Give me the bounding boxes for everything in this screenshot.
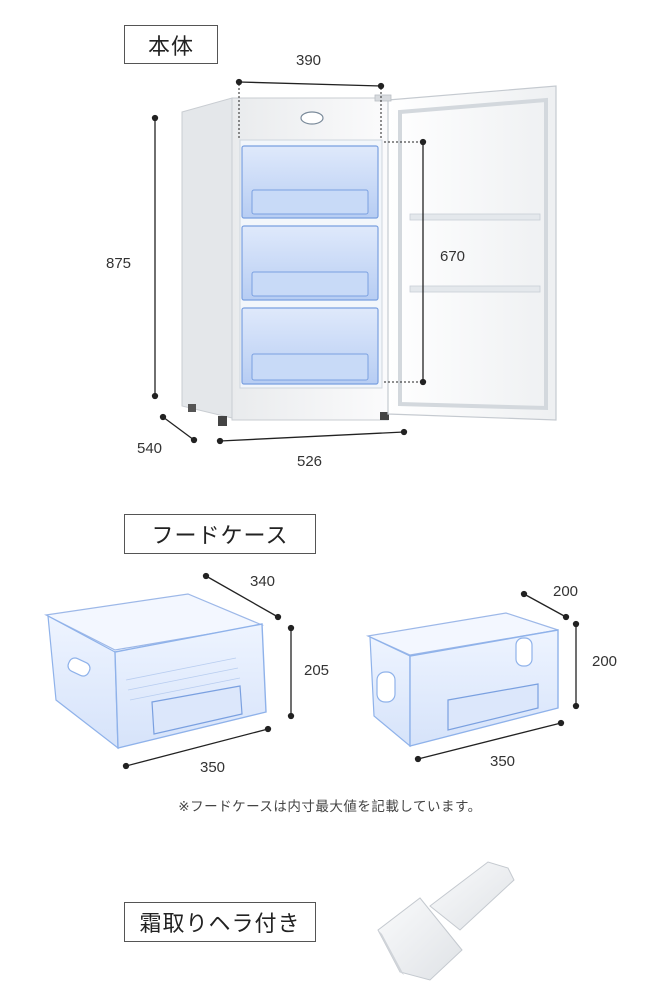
- foot-front: [218, 416, 227, 426]
- dim-case-large-depth: 340: [250, 573, 276, 590]
- frost-scraper-illustration: [377, 861, 515, 981]
- dimension-lines-main: [151, 78, 427, 445]
- dim-case-small-depth: 200: [553, 583, 579, 600]
- dim-main-height: 875: [106, 255, 132, 272]
- food-case-small: [365, 612, 559, 748]
- dim-main-width: 526: [297, 453, 323, 470]
- dim-case-large-width: 350: [200, 759, 226, 776]
- drawer-top: [241, 145, 379, 219]
- brand-logo-icon: [300, 111, 324, 125]
- dimension-lines-case-small: [414, 590, 580, 763]
- dim-case-large-height: 205: [304, 662, 330, 679]
- foot-left: [188, 404, 196, 412]
- case-small-handle-icon: [376, 671, 396, 703]
- dim-main-interior-width: 390: [296, 52, 322, 69]
- case-small-inner-handle: [515, 637, 533, 667]
- door-shelf-1: [409, 213, 541, 221]
- scraper-edge: [378, 930, 404, 975]
- scraper-handle: [429, 861, 515, 931]
- foot-right: [380, 412, 389, 420]
- case-small-front-panel: [447, 683, 539, 731]
- case-large-handle-icon: [67, 657, 91, 677]
- dim-main-interior-height: 670: [440, 248, 466, 265]
- section-label-frost-scraper: 霜取りヘラ付き: [124, 902, 316, 942]
- door-shelf-2: [409, 285, 541, 293]
- section-label-food-case: フードケース: [124, 514, 316, 554]
- freezer-illustration: [181, 85, 557, 426]
- drawer-bottom: [241, 307, 379, 385]
- dim-case-small-height: 200: [592, 653, 618, 670]
- food-case-large: [44, 593, 267, 750]
- section-label-main-body: 本体: [124, 25, 218, 64]
- dim-main-depth: 540: [137, 440, 163, 457]
- drawer-middle: [241, 225, 379, 301]
- food-case-note: ※フードケースは内寸最大値を記載しています。: [178, 799, 482, 815]
- case-large-front-panel: [151, 685, 243, 735]
- dimension-lines-case-large: [122, 572, 295, 770]
- door-outer: [387, 85, 557, 421]
- hinge-top: [374, 94, 392, 102]
- door-gasket: [398, 97, 548, 411]
- cabinet-side: [181, 97, 233, 419]
- dim-case-small-width: 350: [490, 753, 516, 770]
